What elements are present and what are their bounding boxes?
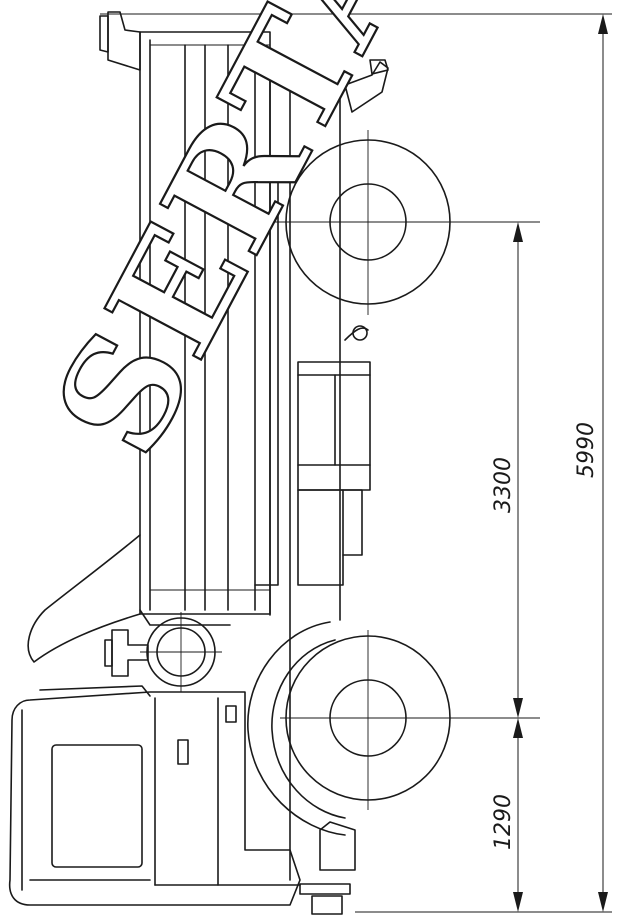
dimension-lines — [100, 13, 612, 913]
spare-wheel-assembly — [104, 612, 222, 692]
rear-wheel — [270, 130, 540, 315]
cab — [8, 685, 356, 915]
front-wheel — [247, 621, 540, 836]
cargo-body — [99, 11, 279, 616]
dimension-label-wheelbase: 3300 — [491, 457, 516, 513]
dimension-label-front-overhang: 1290 — [491, 794, 516, 850]
chassis-frame — [289, 59, 389, 881]
watermark-text: SERTA — [21, 0, 451, 482]
cab-protector — [27, 534, 231, 663]
dimension-label-overall-length: 5990 — [574, 422, 599, 478]
